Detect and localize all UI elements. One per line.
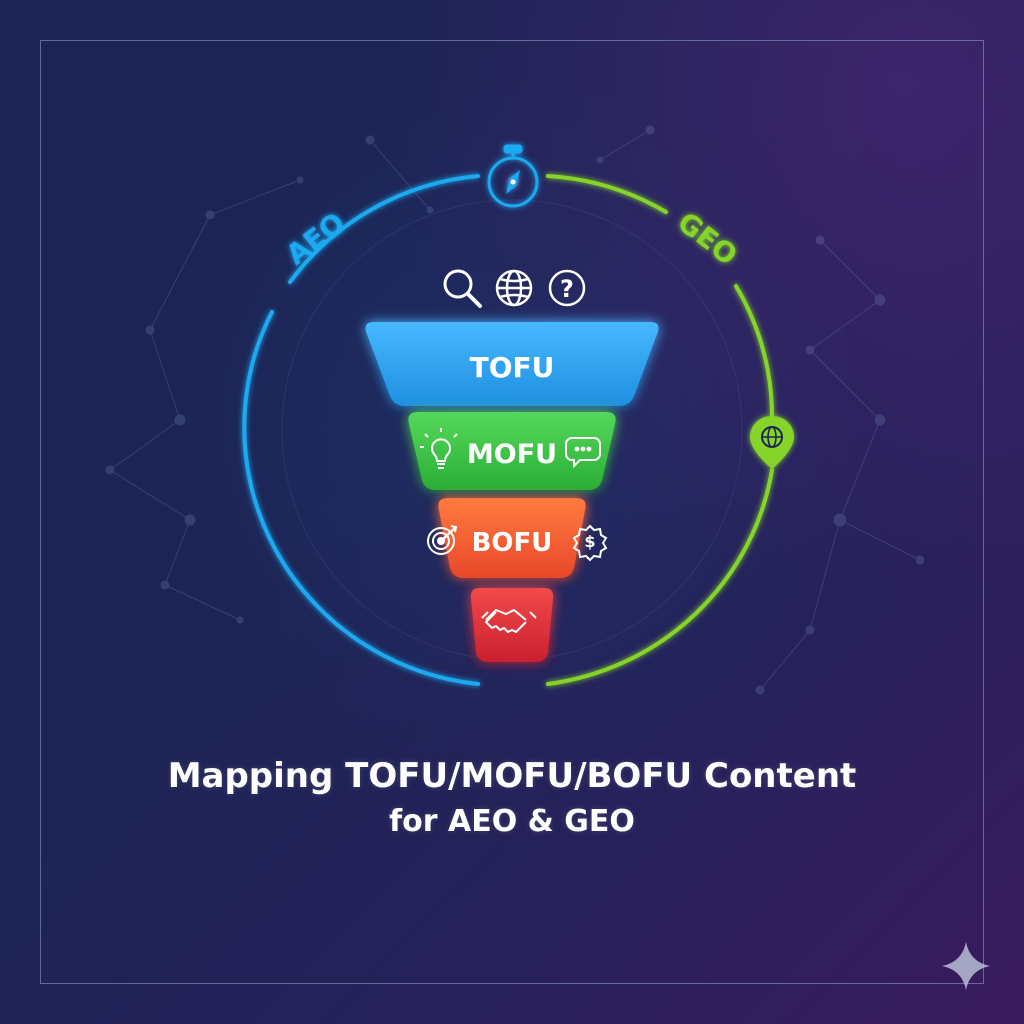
search-icon: [443, 269, 482, 308]
geo-label: GEO: [672, 205, 744, 272]
question-icon: ?: [548, 269, 586, 307]
sparkle-icon: [942, 942, 990, 990]
title-line-1: Mapping TOFU/MOFU/BOFU Content: [167, 756, 857, 796]
stage-mofu: [408, 412, 616, 490]
stage-tofu: [365, 322, 659, 406]
background-network: [105, 125, 925, 695]
svg-text:?: ?: [560, 275, 574, 303]
stage-bofu-label: BOFU: [472, 528, 553, 558]
frame-border: [40, 40, 984, 984]
stage-conversion: [470, 588, 554, 662]
stage-bofu: [438, 498, 586, 578]
title-line-2: for AEO & GEO: [389, 804, 635, 839]
aeo-arc: [288, 174, 480, 284]
aeo-arc-lower: [242, 310, 480, 686]
geo-arc-lower: [734, 284, 774, 418]
stage-tofu-label: TOFU: [470, 351, 555, 384]
handshake-icon: [481, 609, 537, 633]
location-pin-globe-icon: [750, 416, 794, 469]
chat-bubble-icon: [565, 437, 601, 469]
stage-mofu-label: MOFU: [467, 439, 557, 470]
geo-arc-bottom: [546, 468, 774, 686]
aeo-label: AEO: [280, 206, 351, 272]
stopwatch-compass-icon: [487, 144, 539, 208]
geo-arc: [546, 174, 668, 214]
dollar-badge-icon: $: [572, 524, 608, 562]
lightbulb-icon: [420, 428, 458, 469]
globe-icon: [495, 269, 533, 307]
svg-text:$: $: [584, 532, 595, 551]
target-icon: [427, 525, 458, 555]
